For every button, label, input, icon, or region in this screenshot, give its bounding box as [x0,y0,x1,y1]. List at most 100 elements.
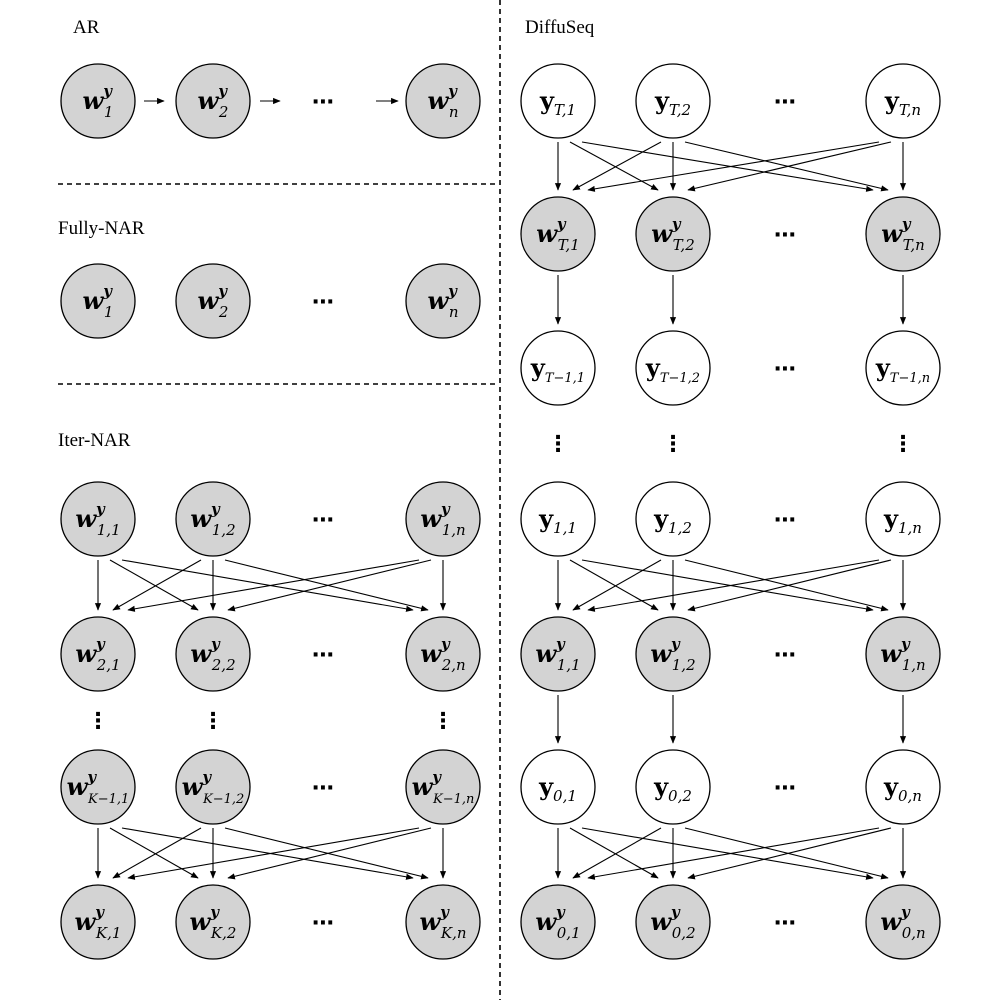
iter-1-2-edge-2-1 [112,559,202,611]
node-label-base: w [880,907,902,936]
node-label-sup: y [555,635,566,653]
node-label-sub: K−1,2 [202,792,244,807]
iter-1-2-edge-1-3 [121,559,414,612]
panel-title-fully-nar: Fully-NAR [58,218,145,239]
filled-node-circle [175,63,251,139]
node-label-base: w [75,907,97,936]
node-label-base: y [530,353,546,382]
node-label-base: w [420,639,442,668]
node-label-sup: y [431,768,442,786]
node-label-base: w [419,907,441,936]
iter-k1-k-edge-2-3 [224,827,429,880]
open-node-circle [520,330,596,406]
node-label-base: y [654,86,670,115]
node-label-sub: n [449,103,459,121]
vdots-diff-n: ⋮ [892,432,914,457]
filled-node-circle [635,196,711,272]
node-label-base: w [67,772,89,801]
node-diff-yT1-1: yT−1,1 [520,330,596,406]
node-label-sup: y [201,768,212,786]
filled-node-circle [175,884,251,960]
open-node-circle [865,330,941,406]
node-label-sup: y [439,903,450,921]
diff-yT-wT-edge-2-3 [684,141,889,192]
node-label-sup: y [210,635,221,653]
open-node-circle [520,749,596,825]
node-label-sup: y [671,215,682,233]
ellipsis-diff-wT: ⋯ [774,223,796,248]
vdots-iter-n: ⋮ [432,709,454,734]
node-label-sup: y [94,903,105,921]
diff-y0-w0-edge-1-2 [569,827,659,879]
filled-node-circle [405,616,481,692]
node-label-base: w [650,907,672,936]
node-label-base: y [884,86,900,115]
node-label: yT−1,2 [645,353,700,386]
node-label-base: y [883,772,899,801]
iter-k1-k-edge-3-1 [127,827,420,880]
panel-title-iter-nar: Iter-NAR [58,430,131,451]
node-label-sup: y [217,282,228,300]
panel-title-ar: AR [73,17,100,38]
node-diff-yT1-3: yT−1,n [865,330,941,406]
filled-node-circle [175,749,251,825]
node-label-sub: K,1 [95,924,122,942]
filled-node-circle [405,263,481,339]
iter-1-2-edge-3-2 [227,559,432,612]
iter-1-2-edge-3-1 [127,559,420,612]
diff-y0-w0-edge-2-1 [572,827,662,879]
filled-node-circle [60,263,136,339]
node-label-sub: 2 [218,303,229,321]
node-label-base: w [880,639,902,668]
node-diff-y0-1: y0,1 [520,749,596,825]
node-label-sup: y [102,282,113,300]
iter-k1-k-edge-1-2 [109,827,199,879]
node-label-base: w [83,86,105,115]
node-label: y0,n [883,772,922,805]
node-label-sub: T,2 [673,236,695,254]
node-label-sub: T−1,n [890,371,930,386]
node-label-sub: 1 [104,303,114,321]
diff-y0-w0-edge-3-1 [587,827,880,880]
ellipsis-diff-yT: ⋯ [774,90,796,115]
filled-node-circle [405,481,481,557]
node-label: yT,n [884,86,921,119]
node-label-base: w [190,907,212,936]
ellipsis-diff-y1: ⋯ [774,508,796,533]
node-label-sup: y [95,635,106,653]
node-label-sub: 0,2 [668,787,692,805]
node-label: yT,1 [539,86,576,119]
node-diff-y0-3: y0,n [865,749,941,825]
filled-node-circle [60,481,136,557]
node-label-base: w [75,504,97,533]
node-label: y1,n [883,504,922,537]
node-label-base: y [645,353,661,382]
diff-y0-w0-edge-1-3 [581,827,874,880]
node-diff-yT-2: yT,2 [635,63,711,139]
node-label-sub: 0,n [898,787,922,805]
node-label-base: w [881,219,903,248]
node-label-sub: K,2 [210,924,237,942]
ellipsis-diff-y0: ⋯ [774,776,796,801]
open-node-circle [865,63,941,139]
open-node-circle [865,481,941,557]
node-label-sub: n [449,303,459,321]
node-label-sub: T,2 [669,101,691,119]
node-label-sub: 0,1 [557,924,581,942]
node-label-base: y [875,353,891,382]
panel-title-diffuseq: DiffuSeq [525,17,595,38]
node-label: yT−1,1 [530,353,585,386]
ellipsis-iter-k1: ⋯ [312,776,334,801]
